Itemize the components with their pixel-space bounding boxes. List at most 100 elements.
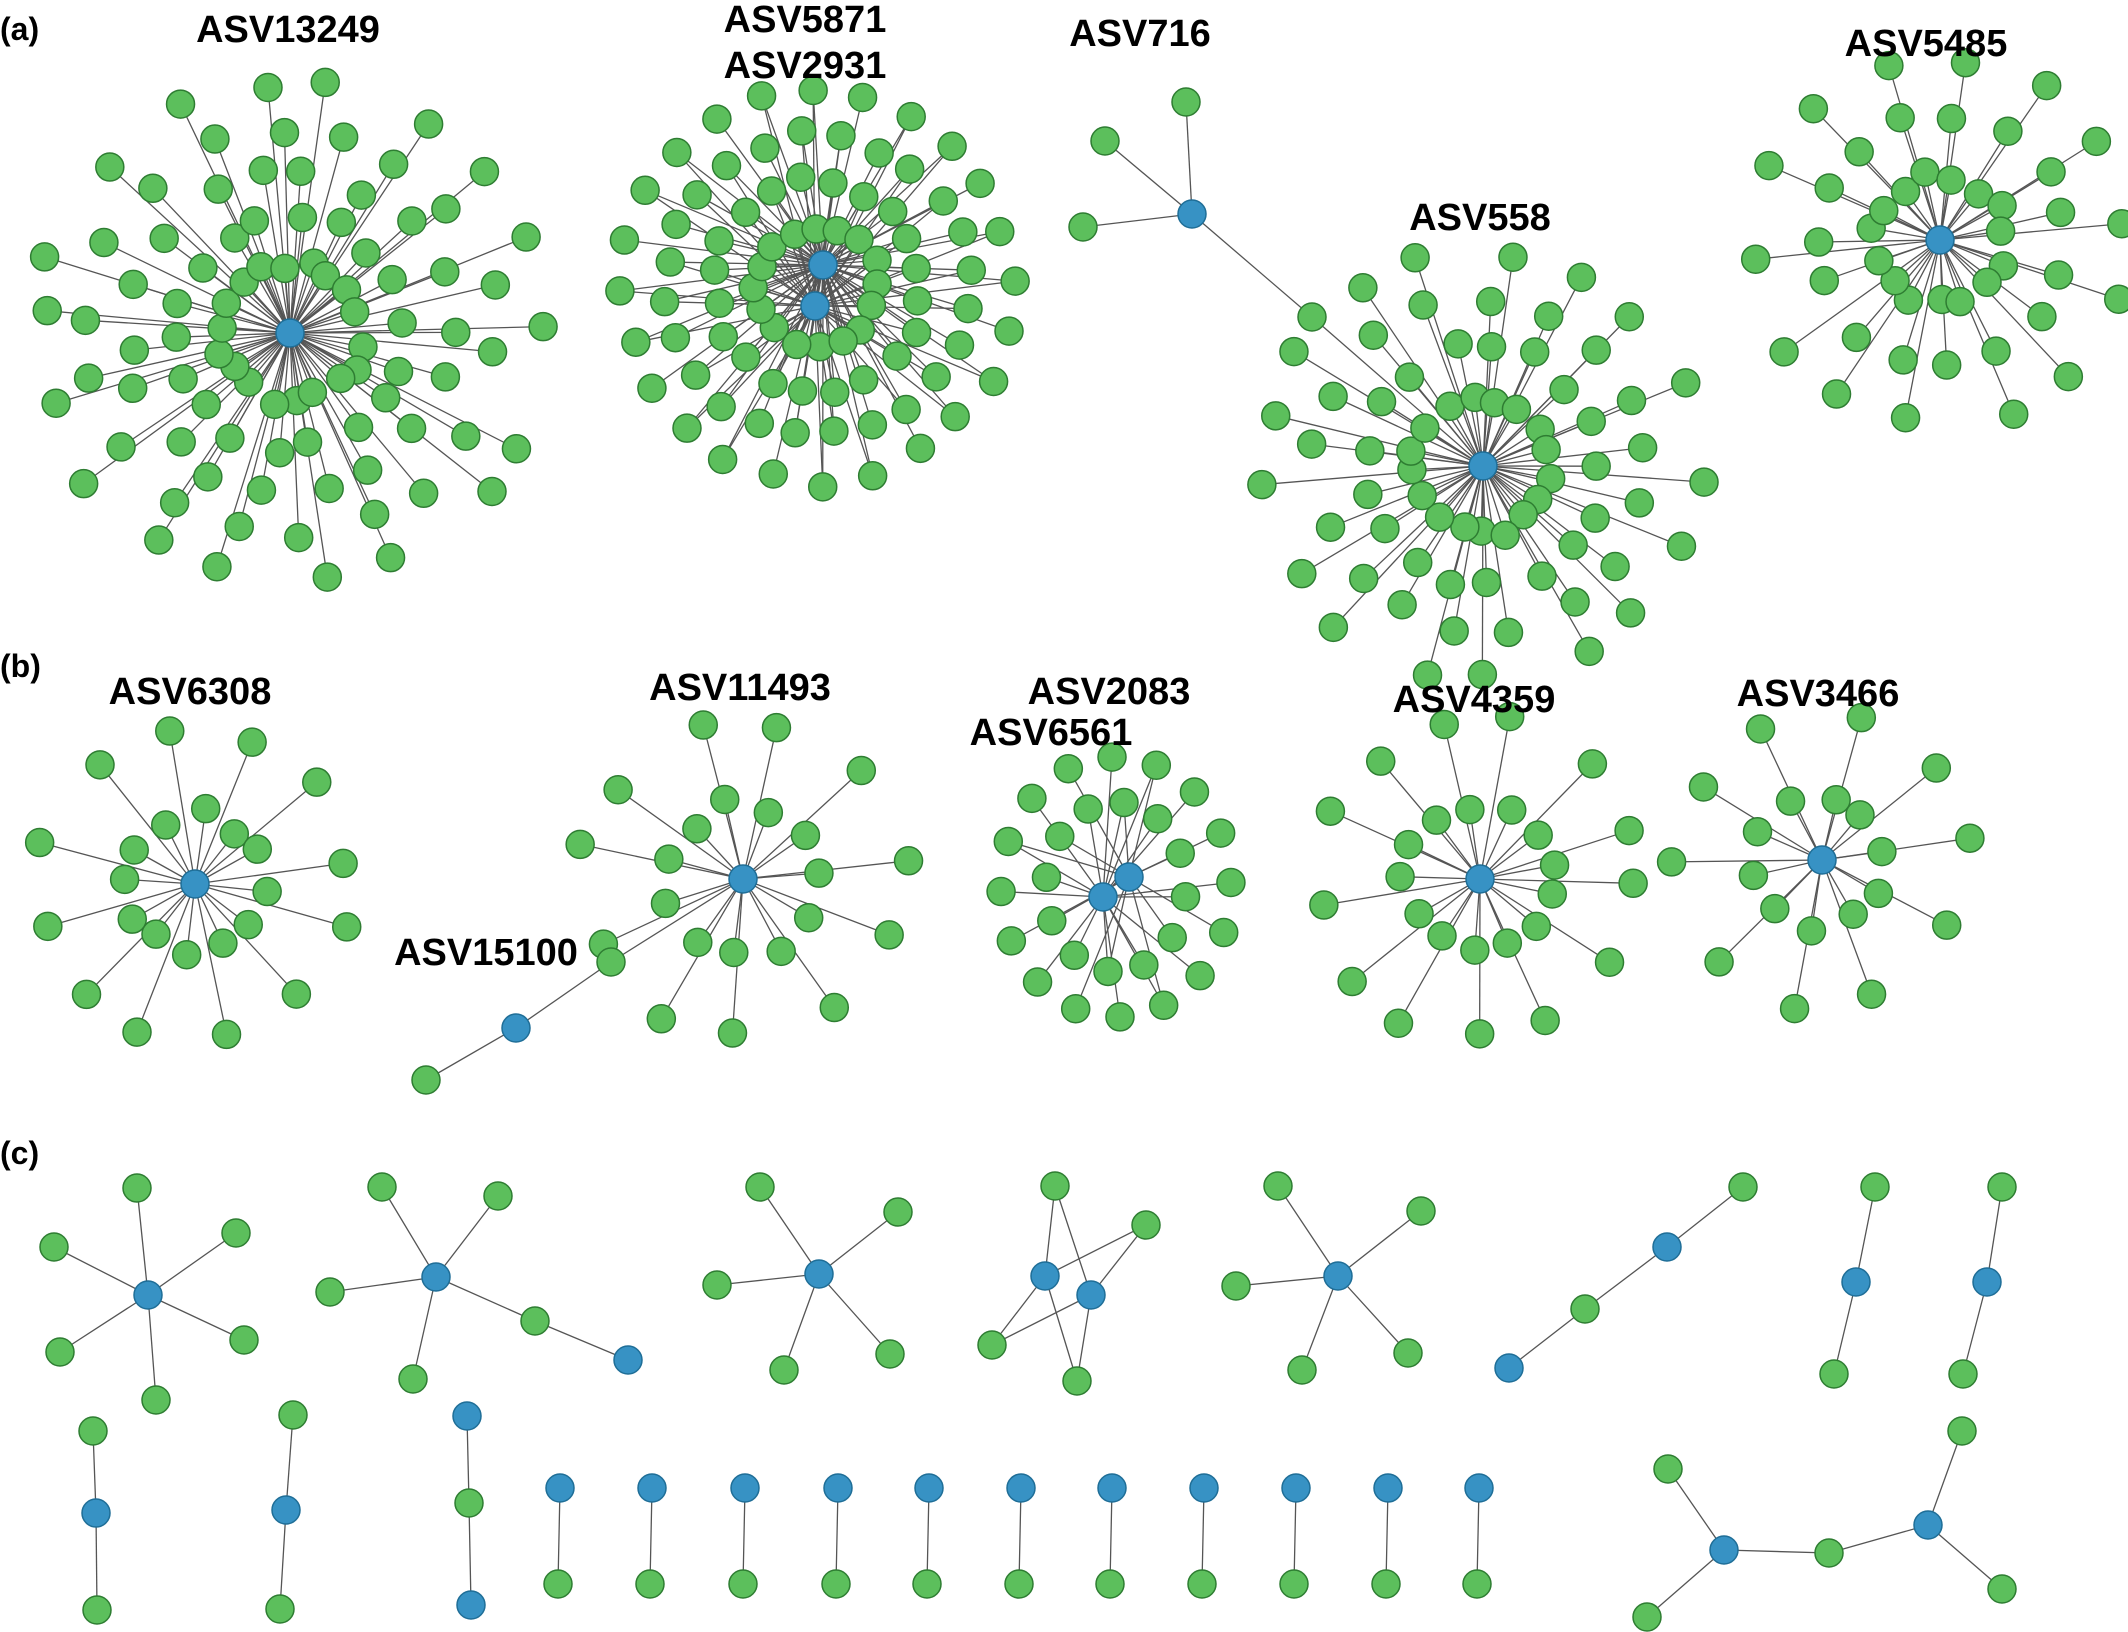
asv11493-leaf <box>688 710 719 740</box>
asv6561-edge <box>1087 808 1104 898</box>
asv4359-leaf <box>1464 1019 1495 1049</box>
pair-module-9-hub <box>1281 1473 1311 1503</box>
asv558-leaf <box>1247 469 1277 500</box>
asv2083-edge <box>1075 876 1130 1010</box>
module-c4-edge <box>1044 1224 1147 1277</box>
asv5871-leaf <box>785 162 816 193</box>
module-c9-leaf <box>78 1416 108 1446</box>
pair-module-11-leaf <box>1462 1569 1492 1599</box>
asv5485-leaf <box>1814 173 1844 203</box>
asv13249-edge <box>289 332 399 373</box>
asv5871-leaf <box>704 288 735 318</box>
asv5485-edge <box>1768 165 1941 241</box>
asv13249-leaf <box>352 455 383 485</box>
asv13249-leaf <box>269 117 300 148</box>
asv5485-leaf <box>1798 93 1829 124</box>
asv11493-leaf <box>804 858 834 888</box>
asv5871-leaf <box>891 223 922 254</box>
asv558-leaf <box>1355 436 1385 466</box>
module-c1-leaf <box>229 1325 259 1355</box>
asv558-edge <box>1482 389 1565 467</box>
asv5485-leaf <box>1936 103 1967 134</box>
module-c3-edge <box>759 1186 820 1275</box>
asv2931-edge <box>794 305 816 433</box>
module-c2-edge <box>435 1276 536 1322</box>
module-c10-edge <box>285 1414 294 1511</box>
asv13249-leaf <box>144 525 174 555</box>
asv716-edge <box>1185 101 1193 215</box>
asv5871-leaf <box>848 365 879 395</box>
asv558-leaf <box>1435 569 1466 600</box>
asv6308-edge <box>47 883 196 927</box>
asv4359-leaf <box>1523 820 1553 850</box>
asv2083-leaf <box>1053 753 1084 784</box>
asv6308-leaf <box>109 864 140 895</box>
asv13249-edge <box>289 332 360 428</box>
module-c10-edge <box>279 1509 287 1610</box>
asv13249-leaf <box>430 362 461 392</box>
asv13249-leaf <box>68 468 99 499</box>
asv3466-leaf <box>1775 786 1806 816</box>
asv3466-leaf <box>1760 893 1790 924</box>
module-c1-hub <box>133 1280 163 1310</box>
asv558-leaf <box>1576 406 1606 437</box>
module-c2-edge <box>381 1186 437 1278</box>
asv558-leaf <box>1296 429 1327 459</box>
asv4359-leaf <box>1521 911 1552 942</box>
asv11493-hub <box>728 864 758 894</box>
asv5871-leaf <box>891 394 921 425</box>
asv5871-leaf <box>953 293 983 324</box>
asv3466-leaf <box>1821 785 1851 815</box>
panel-label-c: (c) <box>0 1135 39 1171</box>
asv5485-leaf <box>1841 322 1872 353</box>
asv5871-leaf <box>630 175 660 206</box>
asv5871-leaf <box>857 461 888 491</box>
asv5871-edge <box>651 264 824 389</box>
asv4359-leaf <box>1577 749 1608 779</box>
asv13249-leaf <box>211 288 242 319</box>
asv558-edge <box>1482 301 1492 467</box>
module-c5-leaf <box>1221 1271 1251 1301</box>
asv558-leaf <box>1666 531 1697 561</box>
asv4359-leaf <box>1315 796 1346 826</box>
asv5871-edge <box>764 147 824 266</box>
asv13249-leaf <box>224 511 254 542</box>
asv5485-edge <box>1939 223 2122 241</box>
asv5871-leaf <box>965 168 995 199</box>
asv6561-edge <box>1102 881 1232 898</box>
asv13249-leaf <box>117 373 148 404</box>
module-c7-leaf <box>1819 1359 1849 1389</box>
asv13249-leaf <box>162 288 192 319</box>
asv13249-edge <box>289 332 467 437</box>
asv11493-leaf <box>646 1004 677 1034</box>
asv5871-leaf <box>699 255 730 285</box>
asv13249-edge <box>176 302 291 334</box>
asv5871-leaf <box>994 316 1024 346</box>
module-c5-edge <box>1337 1210 1422 1277</box>
asv13249-leaf <box>359 499 390 530</box>
panel-label-a: (a) <box>0 11 39 47</box>
asv3466-leaf <box>1955 823 1985 853</box>
asv6308-hub <box>180 869 210 899</box>
asv13249-leaf <box>41 388 71 418</box>
asv558-edge <box>1426 465 1484 676</box>
asv558-leaf <box>1435 391 1465 422</box>
module-c3-hub <box>804 1259 834 1289</box>
asv5485-leaf <box>1809 265 1840 296</box>
asv558-leaf <box>1558 530 1588 560</box>
module-c10-hub <box>271 1495 301 1525</box>
asv11493-leaf <box>819 992 850 1023</box>
asv6308-edge <box>86 883 196 995</box>
asv13249-leaf <box>270 253 300 284</box>
module-c1-edge <box>147 1294 157 1401</box>
asv13249-leaf <box>397 206 427 236</box>
asv11493-leaf <box>565 829 595 860</box>
asv5485-leaf <box>1890 403 1921 433</box>
asv13249-edge <box>289 332 300 538</box>
module-c3-leaf <box>702 1270 732 1300</box>
asv558-leaf <box>1616 385 1647 416</box>
asv558-leaf <box>1318 381 1348 412</box>
asv5871-leaf <box>905 433 936 464</box>
asv5871-leaf <box>758 459 789 489</box>
asv6308-leaf <box>252 876 282 907</box>
